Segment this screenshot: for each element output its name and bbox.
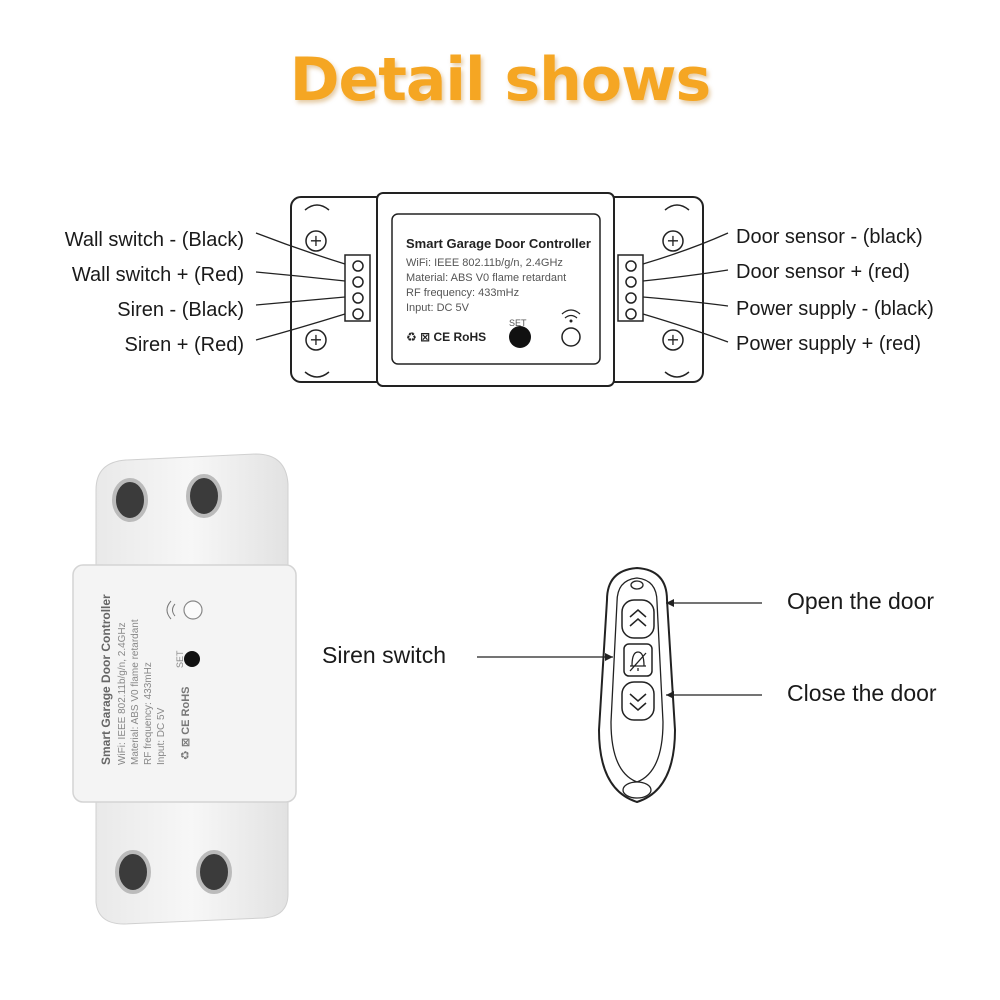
page-title: Detail shows — [289, 45, 711, 115]
device-spec: RF frequency: 433mHz — [406, 287, 520, 299]
svg-text:+: + — [309, 330, 322, 349]
right-label: Power supply + (red) — [736, 333, 922, 355]
svg-text:+: + — [666, 231, 679, 250]
device-spec: Input: DC 5V — [406, 302, 469, 314]
siren-switch-label: Siren switch — [322, 642, 446, 668]
right-label: Power supply - (black) — [736, 298, 934, 320]
right-label: Door sensor + (red) — [736, 261, 910, 283]
right-label: Door sensor - (black) — [736, 226, 923, 248]
siren-button-shape — [623, 643, 653, 677]
close-door-label: Close the door — [787, 680, 937, 706]
set-label: SET — [509, 318, 527, 328]
device-title: Smart Garage Door Controller — [406, 236, 591, 251]
svg-text:+: + — [666, 330, 679, 349]
left-label: Siren - (Black) — [117, 299, 244, 321]
open-door-label: Open the door — [787, 588, 935, 614]
left-label: Siren + (Red) — [124, 334, 245, 356]
left-label: Wall switch - (Black) — [64, 229, 244, 251]
certification-marks: ♻ ⊠ CE RoHS — [406, 330, 487, 344]
svg-text:+: + — [309, 231, 322, 250]
device-spec: WiFi: IEEE 802.11b/g/n, 2.4GHz — [406, 257, 563, 269]
left-label: Wall switch + (Red) — [71, 264, 244, 286]
device-spec: Material: ABS V0 flame retardant — [406, 272, 567, 284]
